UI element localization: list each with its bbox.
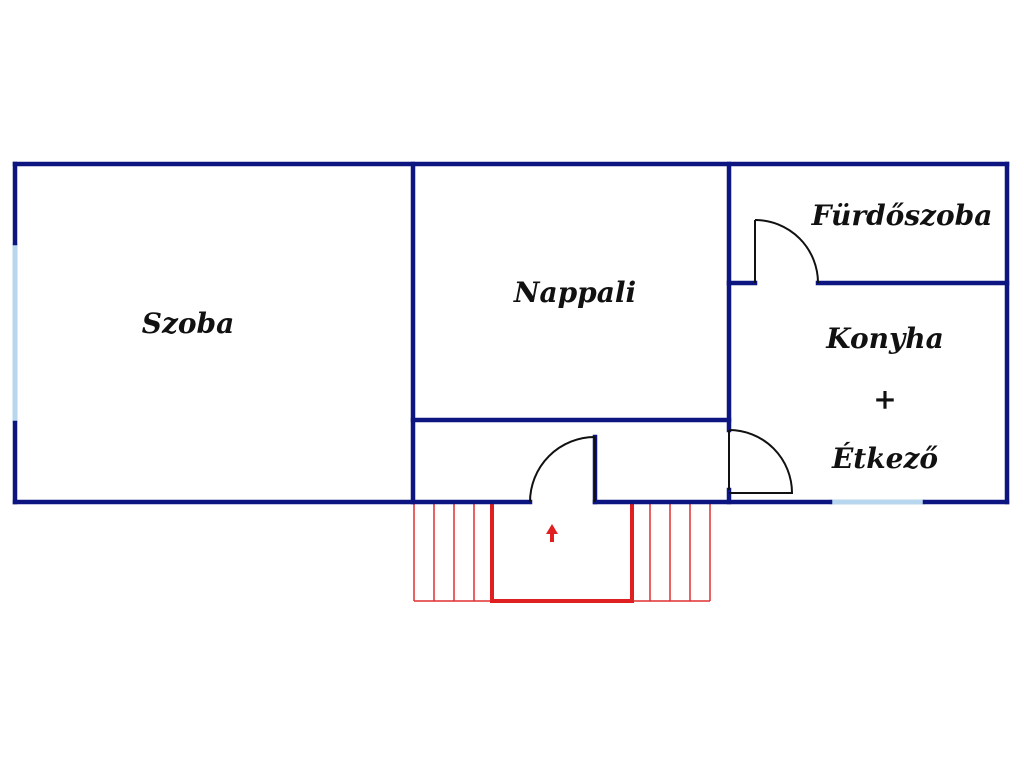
walls bbox=[12, 161, 1010, 505]
stairs-right bbox=[632, 503, 711, 602]
room-label-konyha-plus: + bbox=[873, 383, 896, 416]
room-label-szoba: Szoba bbox=[142, 307, 235, 340]
room-label-furdoszoba: Fürdőszoba bbox=[811, 199, 993, 232]
room-label-nappali: Nappali bbox=[513, 276, 636, 309]
room-label-konyha: Konyha bbox=[825, 322, 944, 355]
door-kitchen bbox=[728, 429, 794, 494]
door-bathroom bbox=[754, 219, 819, 284]
stairs-left bbox=[413, 503, 492, 602]
entrance-landing bbox=[490, 503, 634, 603]
entrance-arrow-icon bbox=[546, 524, 558, 542]
room-label-etkezo: Étkező bbox=[831, 442, 938, 475]
door-entrance bbox=[529, 436, 596, 503]
